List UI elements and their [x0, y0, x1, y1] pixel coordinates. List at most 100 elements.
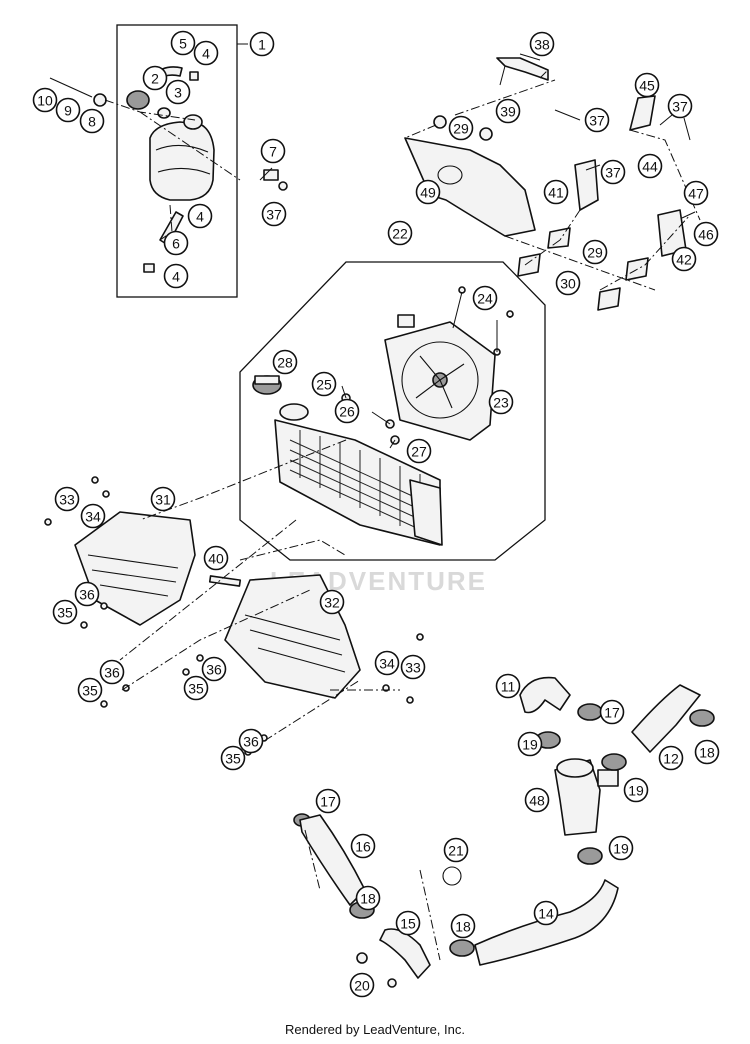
callout-number: 36 [104, 665, 120, 681]
group-box-expansion-tank [116, 24, 238, 298]
callout-circle [555, 270, 581, 296]
callout-circle [319, 589, 345, 615]
callout-4: 4 [163, 263, 189, 289]
callout-circle [315, 788, 341, 814]
callout-22: 22 [387, 220, 413, 246]
callout-16: 16 [350, 833, 376, 859]
callout-23: 23 [488, 389, 514, 415]
callout-number: 35 [225, 751, 241, 767]
callout-circle [495, 673, 521, 699]
callout-number: 42 [676, 252, 692, 268]
callout-number: 18 [360, 891, 376, 907]
callout-number: 35 [82, 683, 98, 699]
callout-circle [582, 239, 608, 265]
fan-shroud-holder [517, 95, 687, 311]
callout-35: 35 [183, 675, 209, 701]
callout-circle [450, 913, 476, 939]
callout-circle [374, 650, 400, 676]
callout-30: 30 [555, 270, 581, 296]
callout-14: 14 [533, 900, 559, 926]
callout-38: 38 [529, 31, 555, 57]
callout-number: 19 [613, 841, 629, 857]
callout-number: 41 [548, 185, 564, 201]
callout-number: 29 [587, 245, 603, 261]
callout-number: 11 [501, 679, 516, 695]
callout-40: 40 [203, 545, 229, 571]
callout-circle [443, 837, 469, 863]
callout-number: 47 [688, 186, 704, 202]
callout-circle [80, 503, 106, 529]
tank-cap [126, 90, 171, 119]
radiator-bracket [404, 57, 549, 237]
callout-circle [260, 138, 286, 164]
callout-number: 25 [316, 377, 332, 393]
callout-10: 10 [32, 87, 58, 113]
cooling-fan [384, 314, 496, 441]
callout-17: 17 [315, 788, 341, 814]
callout-1: 1 [249, 31, 275, 57]
callout-circle [201, 656, 227, 682]
callout-18: 18 [450, 913, 476, 939]
callout-circle [472, 285, 498, 311]
callout-4: 4 [187, 203, 213, 229]
callout-circle [600, 159, 626, 185]
callout-number: 36 [206, 662, 222, 678]
callout-circle [261, 201, 287, 227]
thermostat [554, 758, 619, 836]
callout-number: 37 [589, 113, 605, 129]
callout-circle [79, 108, 105, 134]
callout-circle [350, 833, 376, 859]
callout-number: 7 [269, 144, 277, 160]
callout-number: 18 [699, 745, 715, 761]
callout-number: 38 [534, 37, 550, 53]
callout-circle [634, 72, 660, 98]
callout-48: 48 [524, 787, 550, 813]
callout-18: 18 [694, 739, 720, 765]
callout-29: 29 [582, 239, 608, 265]
callout-circle [311, 371, 337, 397]
callout-31: 31 [150, 486, 176, 512]
callout-number: 19 [522, 737, 538, 753]
callout-35: 35 [52, 599, 78, 625]
callout-circle [387, 220, 413, 246]
callout-circle [150, 486, 176, 512]
callout-circle [170, 30, 196, 56]
callout-circle [249, 31, 275, 57]
callout-circle [599, 699, 625, 725]
callout-circle [671, 246, 697, 272]
callout-circle [183, 675, 209, 701]
callout-number: 28 [277, 355, 293, 371]
callout-34: 34 [374, 650, 400, 676]
callout-circle [334, 398, 360, 424]
callout-number: 39 [500, 104, 516, 120]
callout-number: 2 [151, 71, 159, 87]
callout-circle [543, 179, 569, 205]
callout-circle [74, 581, 100, 607]
callout-36: 36 [74, 581, 100, 607]
callout-number: 6 [172, 236, 180, 252]
callout-number: 18 [455, 919, 471, 935]
callout-circle [54, 486, 80, 512]
tank-mounting-screw [49, 77, 288, 191]
callout-circle [623, 777, 649, 803]
callout-circle [187, 203, 213, 229]
callout-number: 17 [320, 794, 336, 810]
guard-spacer [208, 575, 242, 587]
callout-29: 29 [448, 115, 474, 141]
callout-circle [495, 98, 521, 124]
callout-circle [524, 787, 550, 813]
callout-34: 34 [80, 503, 106, 529]
callout-7: 7 [260, 138, 286, 164]
callout-19: 19 [517, 731, 543, 757]
callout-circle [693, 221, 719, 247]
callout-21: 21 [443, 837, 469, 863]
callout-49: 49 [415, 179, 441, 205]
callout-26: 26 [334, 398, 360, 424]
callout-number: 37 [672, 99, 688, 115]
callout-32: 32 [319, 589, 345, 615]
callout-number: 26 [339, 404, 355, 420]
callout-44: 44 [637, 153, 663, 179]
callout-35: 35 [220, 745, 246, 771]
callout-circle [220, 745, 246, 771]
